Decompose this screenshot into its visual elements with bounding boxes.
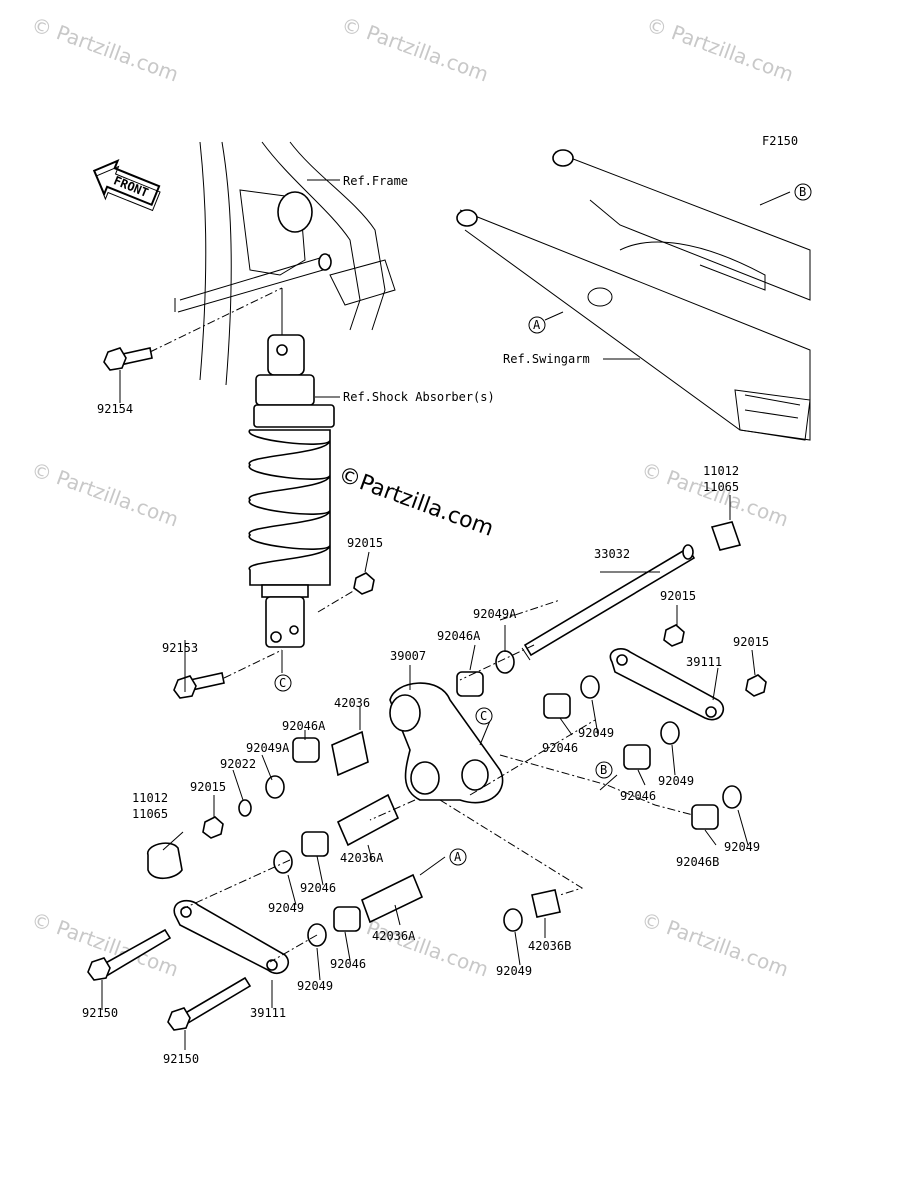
swingarm-reference-drawing <box>456 149 811 441</box>
part-label-92049: 92049 <box>724 840 760 854</box>
watermark-text: Partzilla.com <box>668 20 796 86</box>
ref-shock-label: Ref.Shock Absorber(s) <box>343 390 495 404</box>
watermark-copyright-symbol: © <box>638 907 665 936</box>
watermark-group: © Partzilla.com © Partzilla.com © Partzi… <box>28 12 796 981</box>
part-label-92015: 92015 <box>733 635 769 649</box>
watermark-copyright-symbol: © <box>28 12 55 41</box>
figure-code: F2150 <box>762 134 798 148</box>
leader-lines <box>101 179 791 1050</box>
watermark-text: Partzilla.com <box>53 915 181 981</box>
shock-absorber-drawing <box>248 334 335 648</box>
marker-a-swingarm: A <box>528 316 546 334</box>
part-label-11012: 11012 <box>132 791 168 805</box>
watermark-copyright-symbol: © <box>643 12 670 41</box>
ref-swingarm-label: Ref.Swingarm <box>503 352 590 366</box>
frame-reference-drawing <box>174 141 396 386</box>
svg-text:C: C <box>480 709 487 723</box>
part-label-42036: 42036 <box>334 696 370 710</box>
part-label-92046: 92046 <box>300 881 336 895</box>
watermark-copyright-symbol: © <box>638 457 665 486</box>
center-watermark-text: Partzilla.com <box>356 470 497 542</box>
part-label-92150: 92150 <box>163 1052 199 1066</box>
watermark-text: Partzilla.com <box>53 20 181 86</box>
part-label-92049: 92049 <box>496 964 532 978</box>
marker-c-shock: C <box>274 674 292 692</box>
part-label-92049a: 92049A <box>473 607 517 621</box>
part-label-92049: 92049 <box>297 979 333 993</box>
marker-b-swingarm: B <box>794 183 812 201</box>
watermark-copyright-symbol: © <box>338 12 365 41</box>
bolt-92153-drawing <box>173 672 225 699</box>
part-label-92049a: 92049A <box>246 741 290 755</box>
part-label-92015: 92015 <box>660 589 696 603</box>
ref-frame-label: Ref.Frame <box>343 174 408 188</box>
part-label-11065: 11065 <box>132 807 168 821</box>
part-label-39111: 39111 <box>686 655 722 669</box>
part-label-92022: 92022 <box>220 757 256 771</box>
part-label-92153: 92153 <box>162 641 198 655</box>
part-label-92046: 92046 <box>330 957 366 971</box>
tie-rod-39111-bottom-drawing <box>173 899 290 975</box>
part-label-92046: 92046 <box>542 741 578 755</box>
shaft-33032-drawing <box>521 544 696 661</box>
part-label-39111: 39111 <box>250 1006 286 1020</box>
svg-text:A: A <box>454 850 462 864</box>
marker-a-rocker: A <box>449 848 467 866</box>
part-label-42036a: 42036A <box>372 929 416 943</box>
marker-c-rocker: C <box>475 707 493 725</box>
tie-rod-39111-top-drawing <box>609 648 724 721</box>
part-label-92154: 92154 <box>97 402 133 416</box>
watermark-text: Partzilla.com <box>663 915 791 981</box>
part-label-39007: 39007 <box>390 649 426 663</box>
part-label-92049: 92049 <box>578 726 614 740</box>
watermark-copyright-symbol: © <box>28 907 55 936</box>
watermark-copyright-symbol: © <box>28 457 55 486</box>
bolt-92150-lower-drawing <box>167 976 252 1031</box>
part-label-42036b: 42036B <box>528 939 571 953</box>
svg-text:C: C <box>279 676 286 690</box>
rocker-arm-39007-drawing <box>389 682 504 804</box>
front-direction-arrow: FRONT <box>92 158 161 212</box>
watermark-text: Partzilla.com <box>53 465 181 531</box>
marker-b-rocker: B <box>595 761 613 779</box>
bolt-92150-upper-drawing <box>87 928 172 981</box>
svg-text:B: B <box>600 763 607 777</box>
svg-text:A: A <box>533 318 541 332</box>
part-label-42036a: 42036A <box>340 851 384 865</box>
part-label-33032: 33032 <box>594 547 630 561</box>
part-label-92046b: 92046B <box>676 855 719 869</box>
part-label-92046: 92046 <box>620 789 656 803</box>
watermark-text: Partzilla.com <box>363 915 491 981</box>
part-label-92015: 92015 <box>190 780 226 794</box>
part-label-11012: 11012 <box>703 464 739 478</box>
part-label-92046a: 92046A <box>282 719 326 733</box>
hardware-parts-drawing <box>147 521 767 947</box>
part-label-92150: 92150 <box>82 1006 118 1020</box>
bolt-92154-drawing <box>103 347 153 371</box>
svg-text:B: B <box>799 185 806 199</box>
watermark-text: Partzilla.com <box>363 20 491 86</box>
part-label-92015: 92015 <box>347 536 383 550</box>
part-label-92049: 92049 <box>268 901 304 915</box>
part-label-92049: 92049 <box>658 774 694 788</box>
part-label-92046a: 92046A <box>437 629 481 643</box>
part-label-11065: 11065 <box>703 480 739 494</box>
